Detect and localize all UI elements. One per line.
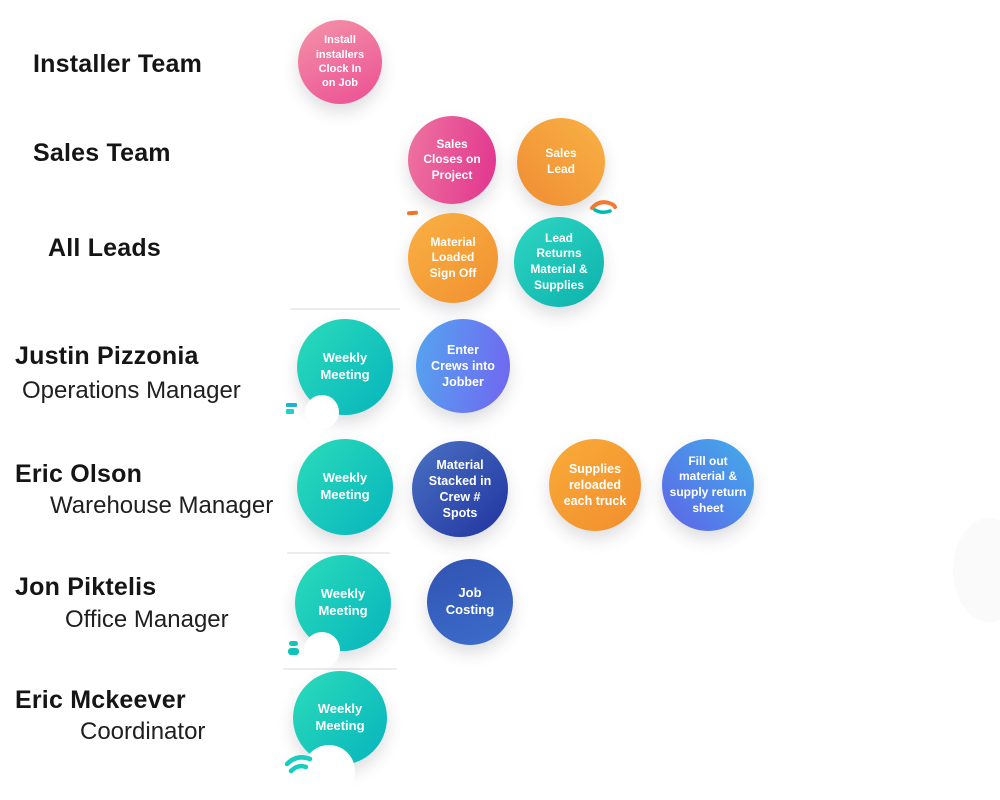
lane-role-operations-manager: Operations Manager	[22, 377, 241, 404]
teal-spark-icon	[286, 403, 297, 407]
lane-divider	[283, 668, 397, 670]
node-label: Material Loaded Sign Off	[429, 234, 477, 280]
node-label: Install installers Clock In on Job	[315, 34, 365, 90]
lane-divider	[287, 552, 390, 554]
notch-circle	[303, 745, 355, 797]
lane-label-sales-team: Sales Team	[33, 139, 171, 167]
lane-role-office-manager: Office Manager	[65, 606, 229, 633]
lane-label-all-leads: All Leads	[48, 234, 161, 262]
node-material-loaded-sign-off[interactable]: Material Loaded Sign Off	[408, 213, 498, 303]
node-label: Weekly Meeting	[320, 350, 370, 382]
node-label: Job Costing	[445, 585, 495, 617]
wifi-arc-icon	[283, 750, 315, 783]
brand-swoosh-icon	[589, 199, 617, 221]
teal-spark-icon	[286, 409, 294, 414]
node-label: Supplies reloaded each truck	[563, 461, 627, 509]
node-label: Weekly Meeting	[315, 701, 365, 733]
notch-circle	[304, 632, 340, 668]
node-job-costing[interactable]: Job Costing	[427, 559, 513, 645]
node-label: Weekly Meeting	[318, 586, 368, 618]
teal-spark-icon	[288, 648, 299, 655]
node-material-stacked-crew-spots[interactable]: Material Stacked in Crew # Spots	[412, 441, 508, 537]
node-enter-crews-into-jobber[interactable]: Enter Crews into Jobber	[416, 319, 510, 413]
lane-label-eric-mckeever: Eric Mckeever	[15, 686, 186, 714]
node-weekly-meeting-warehouse[interactable]: Weekly Meeting	[297, 439, 393, 535]
lane-role-coordinator: Coordinator	[80, 718, 206, 745]
teal-spark-icon	[289, 641, 298, 646]
node-fill-out-supply-return-sheet[interactable]: Fill out material & supply return sheet	[662, 439, 754, 531]
node-label: Weekly Meeting	[320, 470, 370, 502]
lane-label-installer-team: Installer Team	[33, 50, 203, 78]
node-label: Material Stacked in Crew # Spots	[428, 457, 492, 521]
node-install-clock-in[interactable]: Install installers Clock In on Job	[298, 20, 382, 104]
node-label: Fill out material & supply return sheet	[669, 453, 747, 515]
node-sales-lead[interactable]: Sales Lead	[517, 118, 605, 206]
lane-label-eric-olson: Eric Olson	[15, 460, 143, 488]
node-weekly-meeting-office[interactable]: Weekly Meeting	[295, 555, 391, 651]
node-label: Sales Closes on Project	[423, 136, 481, 182]
node-label: Lead Returns Material & Supplies	[530, 230, 588, 292]
node-label: Enter Crews into Jobber	[431, 342, 495, 390]
notch-circle	[305, 395, 339, 429]
node-lead-returns-material-supplies[interactable]: Lead Returns Material & Supplies	[514, 217, 604, 307]
faint-background-blob	[953, 518, 1000, 622]
node-supplies-reloaded-each-truck[interactable]: Supplies reloaded each truck	[549, 439, 641, 531]
lane-label-justin-pizzonia: Justin Pizzonia	[15, 342, 199, 370]
lane-label-jon-piktelis: Jon Piktelis	[15, 573, 157, 601]
node-label: Sales Lead	[545, 146, 577, 176]
lane-divider	[290, 308, 400, 310]
orange-dash-icon	[406, 210, 419, 216]
node-sales-closes-on-project[interactable]: Sales Closes on Project	[408, 116, 496, 204]
lane-role-warehouse-manager: Warehouse Manager	[50, 492, 274, 519]
